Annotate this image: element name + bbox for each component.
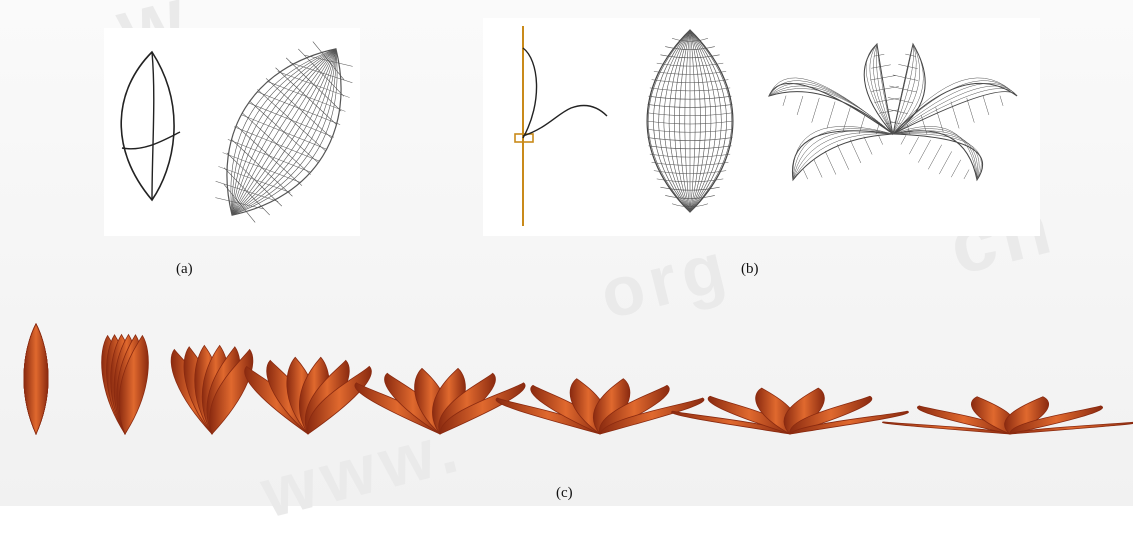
bloom-stage-2 <box>102 335 149 434</box>
petal-curve-sketch <box>483 18 623 236</box>
caption-a: (a) <box>176 261 193 278</box>
bloom-stage-8 <box>882 397 1133 434</box>
petal-profile-curve <box>523 106 607 136</box>
caption-b: (b) <box>741 261 759 278</box>
petal <box>24 324 48 434</box>
bloom-stage-1 <box>24 324 48 434</box>
bloom-stage-6 <box>496 379 704 434</box>
closed-bud-wireframe <box>640 26 740 216</box>
leaf-wireframe-mesh <box>104 28 360 236</box>
bloom-stage-4 <box>245 357 372 434</box>
open-flower-wireframe <box>765 38 1025 188</box>
petal-side-curve <box>523 48 537 138</box>
caption-c: (c) <box>556 485 573 502</box>
bloom-stage-3 <box>171 345 253 434</box>
bloom-stage-7 <box>671 388 908 434</box>
bloom-sequence <box>0 316 1133 446</box>
